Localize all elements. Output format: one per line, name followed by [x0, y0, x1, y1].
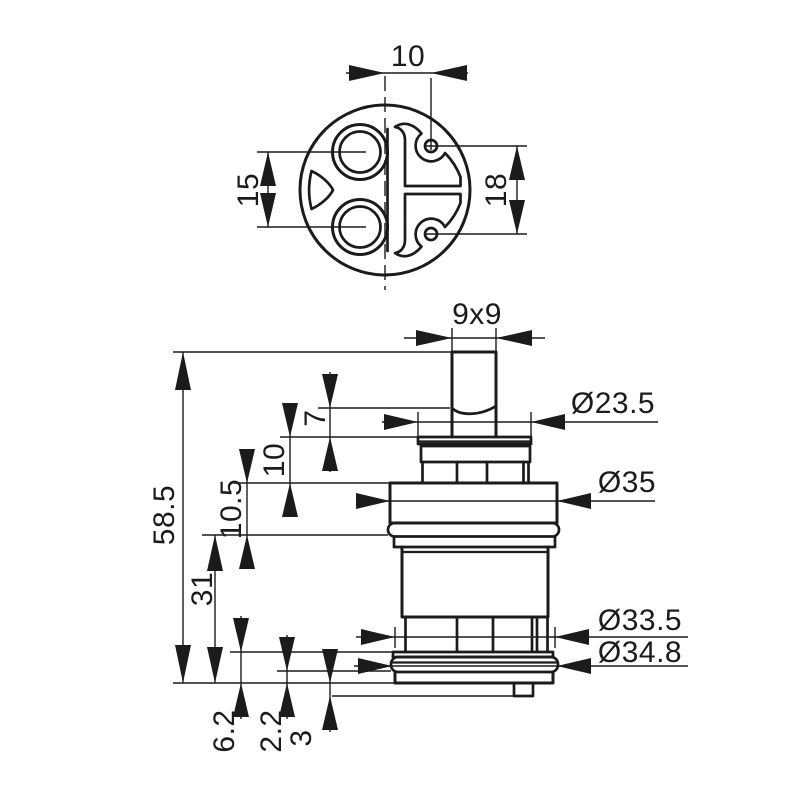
dim-label-2-2: 2.2	[255, 709, 288, 752]
arrow-down-icon	[282, 403, 298, 437]
dim-height-3: 3	[285, 649, 338, 747]
side-view-horizontal-dimensions: 9x9 Ø23.5 Ø35 Ø33.5 Ø34.	[354, 298, 688, 674]
dim-height-7: 7	[299, 372, 338, 472]
dim-height-6-2: 6.2	[208, 616, 249, 753]
dim-label-10-5: 10.5	[215, 479, 248, 539]
arrow-up-icon	[279, 683, 295, 717]
dim-label-dia-35: Ø35	[598, 466, 656, 499]
dim-label-10-side: 10	[258, 443, 291, 477]
oring-lower	[389, 655, 560, 674]
dim-label-dia-33-5: Ø33.5	[598, 604, 682, 637]
arrow-up-icon	[282, 483, 298, 517]
dim-top-width-10: 10	[346, 40, 468, 81]
arrow-left-icon	[431, 65, 467, 81]
arrow-up-icon	[260, 152, 276, 186]
flange-top-band	[391, 650, 555, 659]
dim-label-7: 7	[299, 409, 332, 426]
top-view	[257, 76, 527, 290]
dim-stem-9x9: 9x9	[404, 298, 545, 352]
dim-dia-35: Ø35	[356, 466, 656, 509]
dim-height-10-5: 10.5	[215, 449, 255, 569]
arrow-right-icon	[358, 658, 392, 674]
arrow-right-icon	[349, 65, 385, 81]
arrow-down-icon	[322, 374, 338, 408]
arrow-up-icon	[175, 352, 191, 390]
arrow-down-icon	[239, 449, 255, 483]
dim-label-31: 31	[186, 572, 219, 606]
arrow-up-icon	[509, 146, 525, 180]
dim-label-6-2: 6.2	[208, 709, 241, 752]
dim-holes-18: 18	[480, 146, 525, 234]
arrow-left-icon	[555, 629, 589, 645]
dim-ports-15: 15	[232, 152, 276, 227]
arrow-down-icon	[322, 649, 338, 683]
washer-plate	[416, 435, 533, 446]
dim-label-15: 15	[232, 173, 265, 207]
side-view-extension-lines	[173, 351, 514, 697]
dim-total-height-58-5: 58.5	[148, 352, 191, 683]
side-view	[386, 350, 561, 698]
arrow-down-icon	[175, 645, 191, 683]
arrow-up-icon	[322, 696, 338, 730]
upper-kidney-cutout	[393, 122, 462, 188]
dim-label-dia-23-5: Ø23.5	[571, 387, 655, 420]
dim-dia-33-5: Ø33.5	[356, 604, 688, 648]
left-lens-cutout	[307, 169, 335, 211]
stem-notch	[450, 404, 498, 416]
arrow-up-icon	[322, 437, 338, 471]
arrow-up-icon	[239, 535, 255, 569]
arrow-down-icon	[279, 637, 295, 671]
arrow-up-icon	[233, 683, 249, 717]
arrow-right-icon	[361, 629, 395, 645]
dim-height-10: 10	[258, 403, 298, 517]
oring-upper	[386, 521, 561, 538]
arrow-left-icon	[557, 493, 591, 509]
arrow-left-icon	[531, 414, 565, 430]
lower-kidney-cutout	[393, 192, 462, 258]
arrow-down-icon	[509, 200, 525, 234]
dim-label-dia-34-8: Ø34.8	[598, 636, 682, 669]
dim-label-58-5: 58.5	[148, 485, 181, 545]
arrow-left-icon	[557, 658, 591, 674]
bottom-tab	[512, 681, 535, 698]
dim-height-2-2: 2.2	[255, 635, 295, 753]
flange-bottom-band	[393, 670, 555, 685]
stem-outline	[450, 350, 498, 439]
arrow-right-icon	[356, 493, 390, 509]
side-view-vertical-dimensions: 58.5 31 10.5 10 7	[148, 352, 338, 753]
arrow-down-icon	[260, 193, 276, 227]
lower-body	[400, 545, 550, 619]
dim-label-10-top: 10	[391, 40, 425, 73]
arrow-right-icon	[384, 414, 418, 430]
arrow-right-icon	[416, 330, 452, 346]
dim-label-9x9: 9x9	[452, 298, 502, 331]
arrow-down-icon	[207, 647, 223, 683]
cap-block	[419, 444, 532, 464]
dim-dia-23-5: Ø23.5	[382, 387, 658, 436]
dim-height-31: 31	[186, 535, 223, 683]
top-view-dimensions: 10 15 18	[232, 40, 525, 234]
arrow-down-icon	[233, 618, 249, 652]
dim-label-3: 3	[285, 729, 318, 746]
step-band	[392, 535, 557, 549]
upper-body	[388, 481, 559, 525]
dim-dia-34-8: Ø34.8	[354, 636, 688, 674]
arrow-left-icon	[496, 330, 532, 346]
dim-label-18: 18	[480, 173, 513, 207]
arrow-up-icon	[207, 535, 223, 571]
